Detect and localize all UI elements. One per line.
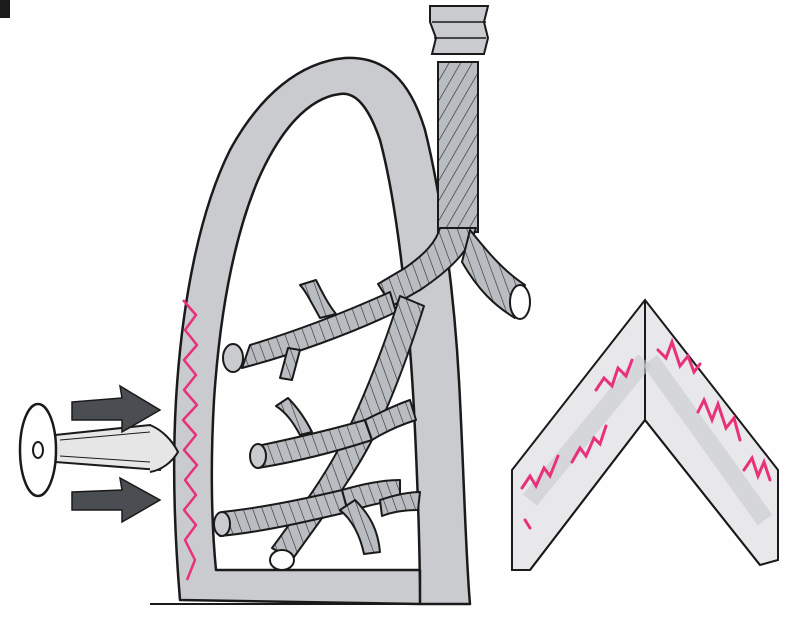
- trachea-icon: [430, 6, 488, 232]
- corner-mark: [0, 0, 10, 18]
- bronchial-tree-icon: [214, 228, 530, 570]
